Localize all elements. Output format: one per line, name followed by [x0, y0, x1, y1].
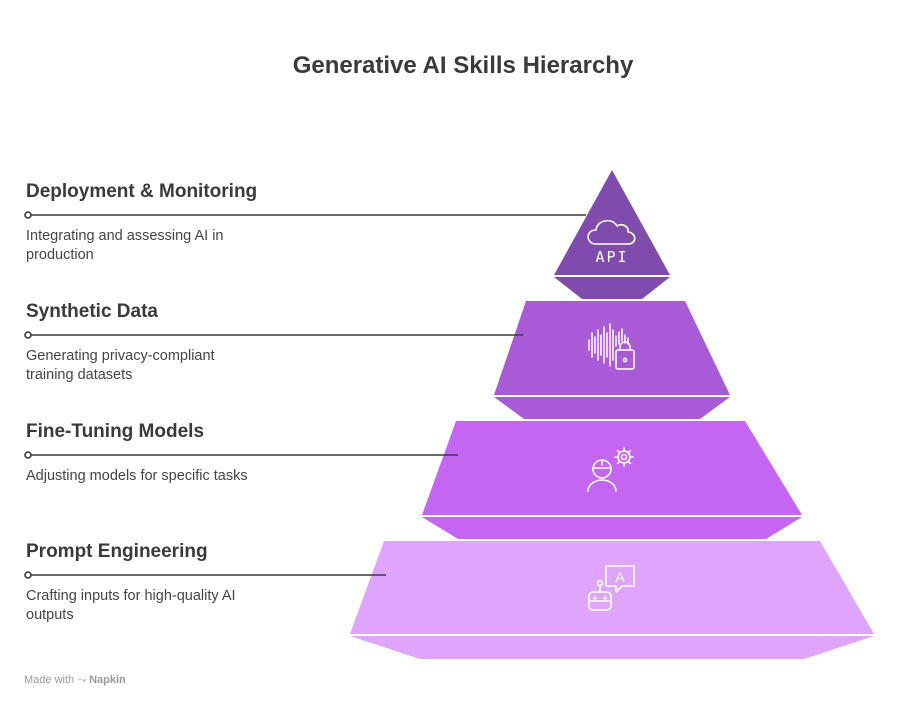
connector-dot-1 — [24, 211, 32, 219]
diagram-title: Generative AI Skills Hierarchy — [292, 52, 634, 79]
robot-speech-icon: A — [588, 565, 635, 611]
level-3-face — [422, 421, 802, 515]
level-label-prompt: Prompt Engineering Crafting inputs for h… — [26, 541, 286, 623]
cloud-api-icon: API — [587, 219, 636, 266]
level-heading: Prompt Engineering — [26, 541, 208, 562]
api-text: API — [595, 248, 628, 266]
pyramid-level-deployment — [554, 170, 670, 299]
level-heading: Deployment & Monitoring — [26, 181, 258, 202]
napkin-logo-icon: ⤳ — [77, 674, 87, 686]
level-4-face — [350, 541, 874, 634]
connector-dot-2 — [24, 331, 32, 339]
made-with-footer[interactable]: Made with ⤳ Napkin — [24, 674, 126, 687]
level-description: Adjusting models for specific tasks — [26, 468, 248, 484]
level-1-base — [554, 277, 670, 299]
level-4-base — [350, 636, 874, 659]
connector-dot-4 — [24, 571, 32, 579]
level-label-finetuning: Fine-Tuning Models Adjusting models for … — [26, 421, 286, 484]
pyramid-level-prompt — [350, 541, 874, 659]
level-label-deployment: Deployment & Monitoring Integrating and … — [26, 181, 286, 263]
level-1-face — [554, 170, 670, 275]
connector-dot-3 — [24, 451, 32, 459]
speech-a-text: A — [615, 569, 625, 585]
level-2-face — [494, 301, 730, 395]
level-3-base — [422, 517, 802, 539]
level-heading: Synthetic Data — [26, 301, 158, 322]
level-description: Integrating and assessing AI in producti… — [26, 228, 224, 263]
level-label-synthetic: Synthetic Data Generating privacy-compli… — [26, 301, 286, 383]
pyramid-level-finetuning — [422, 421, 802, 539]
level-heading: Fine-Tuning Models — [26, 421, 205, 442]
level-2-base — [494, 397, 730, 419]
soundwave-lock-icon — [588, 323, 635, 370]
level-description: Crafting inputs for high-quality AI outp… — [26, 588, 236, 623]
level-description: Generating privacy-compliant training da… — [26, 348, 215, 383]
pyramid-level-synthetic — [494, 301, 730, 419]
footer-brand: Napkin — [89, 674, 126, 686]
footer-prefix: Made with — [24, 674, 75, 686]
engineer-gear-icon — [587, 447, 634, 492]
